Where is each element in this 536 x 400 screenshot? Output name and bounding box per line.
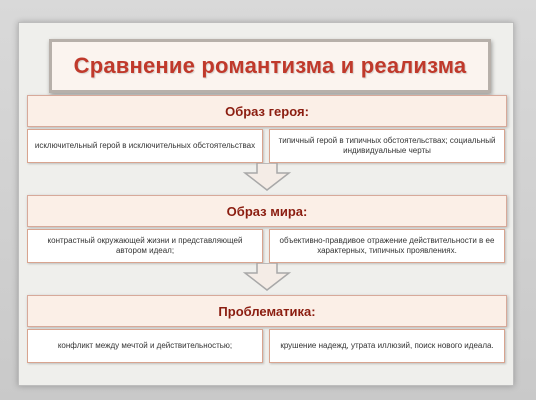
down-arrow-icon: [242, 263, 292, 291]
section-header-hero: Образ героя:: [27, 95, 507, 127]
comparison-row-problems: конфликт между мечтой и действительность…: [27, 329, 505, 363]
comparison-row-hero: исключительный герой в исключительных об…: [27, 129, 505, 163]
realism-world-cell: объективно-правдивое отражение действите…: [269, 229, 505, 263]
realism-problems-cell: крушение надежд, утрата иллюзий, поиск н…: [269, 329, 505, 363]
realism-hero-cell: типичный герой в типичных обстоятельства…: [269, 129, 505, 163]
section-header-world: Образ мира:: [27, 195, 507, 227]
slide-title: Сравнение романтизма и реализма: [73, 53, 467, 78]
romanticism-hero-cell: исключительный герой в исключительных об…: [27, 129, 263, 163]
slide: Сравнение романтизма и реализма Образ ге…: [18, 22, 514, 386]
title-box: Сравнение романтизма и реализма: [49, 39, 491, 93]
comparison-row-world: контрастный окружающей жизни и представл…: [27, 229, 505, 263]
romanticism-world-cell: контрастный окружающей жизни и представл…: [27, 229, 263, 263]
section-header-problems: Проблематика:: [27, 295, 507, 327]
romanticism-problems-cell: конфликт между мечтой и действительность…: [27, 329, 263, 363]
down-arrow-icon: [242, 163, 292, 191]
